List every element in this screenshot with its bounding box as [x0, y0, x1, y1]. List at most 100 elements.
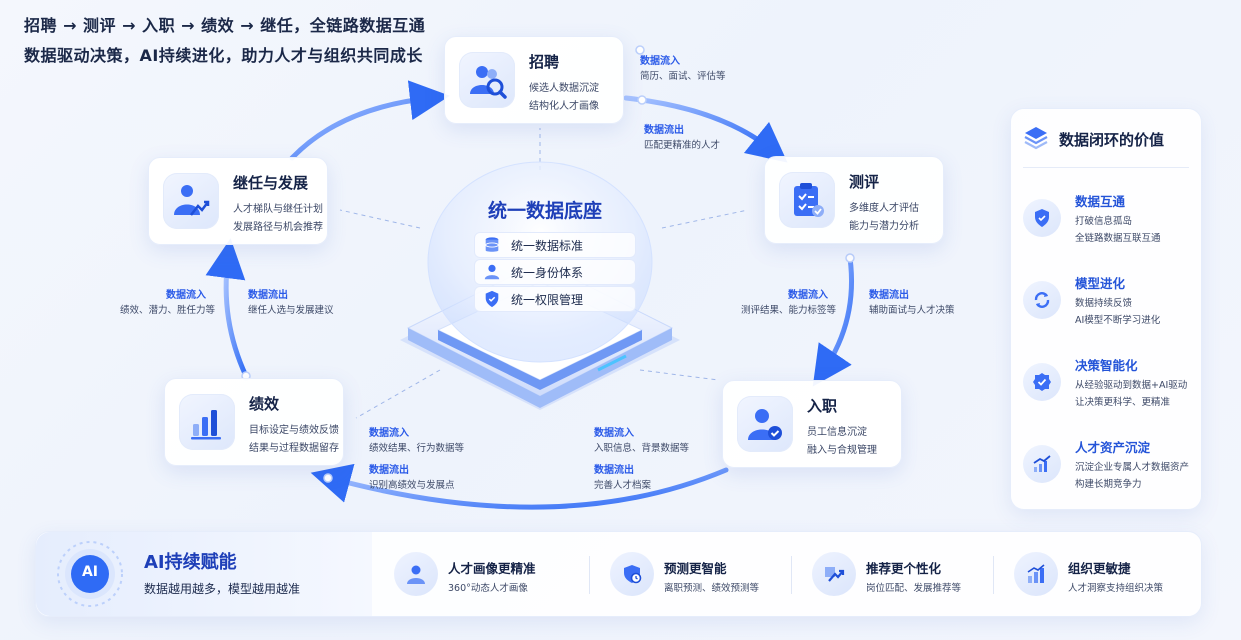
flow-assess-in-desc: 测评结果、能力标签等	[741, 305, 837, 316]
recommend-icon	[812, 552, 856, 596]
cycle-arcs	[205, 80, 855, 510]
value-item-desc: 构建长期竞争力	[1075, 479, 1142, 490]
ai-feature-title: 人才画像更精准	[448, 561, 536, 576]
flow-perf-in-title: 数据流入	[369, 428, 409, 439]
value-item-title: 模型进化	[1075, 276, 1126, 291]
value-item-desc: 沉淀企业专属人才数据资产	[1075, 462, 1190, 473]
value-item-title: 决策智能化	[1075, 358, 1138, 373]
shield-icon	[485, 290, 499, 308]
node-desc: 结构化人才画像	[529, 101, 599, 112]
ai-feature-title: 预测更智能	[664, 561, 727, 576]
ai-empower-bar: AI AI持续赋能 数据越用越多，模型越用越准 人才画像更精准 360°动态人才…	[35, 531, 1202, 617]
divider	[1023, 167, 1189, 168]
flow-assess-out-title: 数据流出	[869, 290, 909, 301]
node-desc: 能力与潜力分析	[849, 221, 919, 232]
flow-recruit-in-desc: 简历、面试、评估等	[640, 71, 726, 82]
person-icon	[394, 552, 438, 596]
arc-recruit-to-assess	[623, 95, 788, 163]
flow-recruit-out-title: 数据流出	[644, 125, 684, 136]
flow-succ-out-title: 数据流出	[248, 290, 288, 301]
value-item-desc: 打破信息孤岛	[1075, 216, 1133, 227]
clipboard-icon	[779, 172, 835, 228]
chart-up-icon	[1023, 445, 1061, 483]
node-title: 入职	[807, 397, 838, 415]
node-title: 绩效	[249, 395, 280, 413]
headline-line-2: 数据驱动决策，AI持续进化，助力人才与组织共同成长	[24, 46, 423, 65]
arc-succ-to-recruit	[289, 80, 450, 161]
value-item-desc: AI模型不断学习进化	[1075, 315, 1161, 326]
flow-succ-out-desc: 继任人选与发展建议	[248, 305, 334, 316]
ai-badge-icon	[57, 541, 123, 607]
ai-feature-title: 组织更敏捷	[1068, 561, 1131, 576]
node-desc: 结果与过程数据留存	[249, 443, 339, 454]
node-desc: 员工信息沉淀	[807, 427, 867, 438]
flow-perf-out-title: 数据流出	[369, 465, 409, 476]
org-chart-icon	[1014, 552, 1058, 596]
cycle-icon	[1023, 281, 1061, 319]
headline-line-1: 招聘 → 测评 → 入职 → 绩效 → 继任，全链路数据互通	[24, 16, 426, 35]
ai-summary: AI AI持续赋能 数据越用越多，模型越用越准	[36, 532, 372, 616]
ai-feature-desc: 岗位匹配、发展推荐等	[866, 583, 962, 594]
center-item-data-standard: 统一数据标准	[474, 232, 636, 258]
divider	[589, 556, 590, 594]
flow-succ-in-desc: 绩效、潜力、胜任力等	[120, 305, 216, 316]
center-item-identity: 统一身份体系	[474, 259, 636, 285]
ai-feature-desc: 360°动态人才画像	[448, 583, 528, 594]
value-item-title: 数据互通	[1075, 194, 1126, 209]
recruit-icon	[459, 52, 515, 108]
center-item-label: 统一权限管理	[511, 293, 584, 307]
ai-feature-title: 推荐更个性化	[866, 561, 942, 576]
ai-title: AI持续赋能	[144, 552, 237, 573]
flow-succ-in-title: 数据流入	[166, 290, 206, 301]
flow-assess-out-desc: 辅助面试与人才决策	[869, 305, 955, 316]
growth-person-icon	[163, 173, 219, 229]
flow-perf-in-desc: 绩效结果、行为数据等	[369, 443, 465, 454]
value-item-title: 人才资产沉淀	[1075, 440, 1151, 455]
node-desc: 人才梯队与继任计划	[233, 204, 323, 215]
node-onboard[interactable]: 入职 员工信息沉淀 融入与合规管理	[722, 380, 902, 468]
flow-recruit-out-desc: 匹配更精准的人才	[644, 140, 721, 151]
ai-feature-desc: 离职预测、绩效预测等	[664, 583, 760, 594]
value-panel-title: 数据闭环的价值	[1059, 131, 1165, 149]
value-item-desc: 数据持续反馈	[1075, 298, 1133, 309]
ai-feature-desc: 人才洞察支持组织决策	[1068, 583, 1164, 594]
badge-check-icon	[1023, 363, 1061, 401]
employee-check-icon	[737, 396, 793, 452]
node-title: 继任与发展	[233, 174, 309, 192]
divider	[791, 556, 792, 594]
value-item-desc: 全链路数据互联互通	[1075, 233, 1161, 244]
forecast-icon	[610, 552, 654, 596]
arc-perf-to-succ	[205, 238, 249, 379]
node-desc: 多维度人才评估	[849, 203, 919, 214]
layers-icon	[1024, 127, 1048, 150]
center-item-permission: 统一权限管理	[474, 286, 636, 312]
bar-chart-icon	[179, 394, 235, 450]
value-item-desc: 让决策更科学、更精准	[1075, 397, 1171, 408]
dashed-spokes	[339, 128, 749, 419]
flow-onboard-in-desc: 入职信息、背景数据等	[594, 443, 690, 454]
node-recruit[interactable]: 招聘 候选人数据沉淀 结构化人才画像	[444, 36, 624, 124]
divider	[993, 556, 994, 594]
center-title: 统一数据底座	[487, 200, 602, 222]
flow-perf-out-desc: 识别高绩效与发展点	[369, 480, 455, 491]
node-desc: 融入与合规管理	[807, 445, 877, 456]
ai-subtitle: 数据越用越多，模型越用越准	[144, 582, 301, 596]
node-assess[interactable]: 测评 多维度人才评估 能力与潜力分析	[764, 156, 944, 244]
node-desc: 目标设定与绩效反馈	[249, 425, 339, 436]
node-succession[interactable]: 继任与发展 人才梯队与继任计划 发展路径与机会推荐	[148, 157, 328, 245]
flow-onboard-in-title: 数据流入	[594, 428, 634, 439]
flow-recruit-in-title: 数据流入	[640, 56, 680, 67]
arc-assess-to-onboard	[812, 255, 855, 387]
node-title: 招聘	[529, 53, 560, 71]
flow-onboard-out-title: 数据流出	[594, 465, 634, 476]
node-performance[interactable]: 绩效 目标设定与绩效反馈 结果与过程数据留存	[164, 378, 344, 466]
node-desc: 候选人数据沉淀	[529, 83, 599, 94]
center-item-label: 统一数据标准	[511, 239, 584, 253]
node-desc: 发展路径与机会推荐	[233, 222, 323, 233]
ai-badge-label: AI	[81, 564, 99, 580]
value-panel: 数据闭环的价值 数据互通 打破信息孤岛 全链路数据互联互通 模型进化 数据持续反…	[1010, 108, 1202, 510]
node-title: 测评	[849, 173, 880, 191]
value-item-desc: 从经验驱动到数据+AI驱动	[1075, 380, 1188, 391]
flow-assess-in-title: 数据流入	[788, 290, 828, 301]
flow-onboard-out-desc: 完善人才档案	[594, 480, 652, 491]
